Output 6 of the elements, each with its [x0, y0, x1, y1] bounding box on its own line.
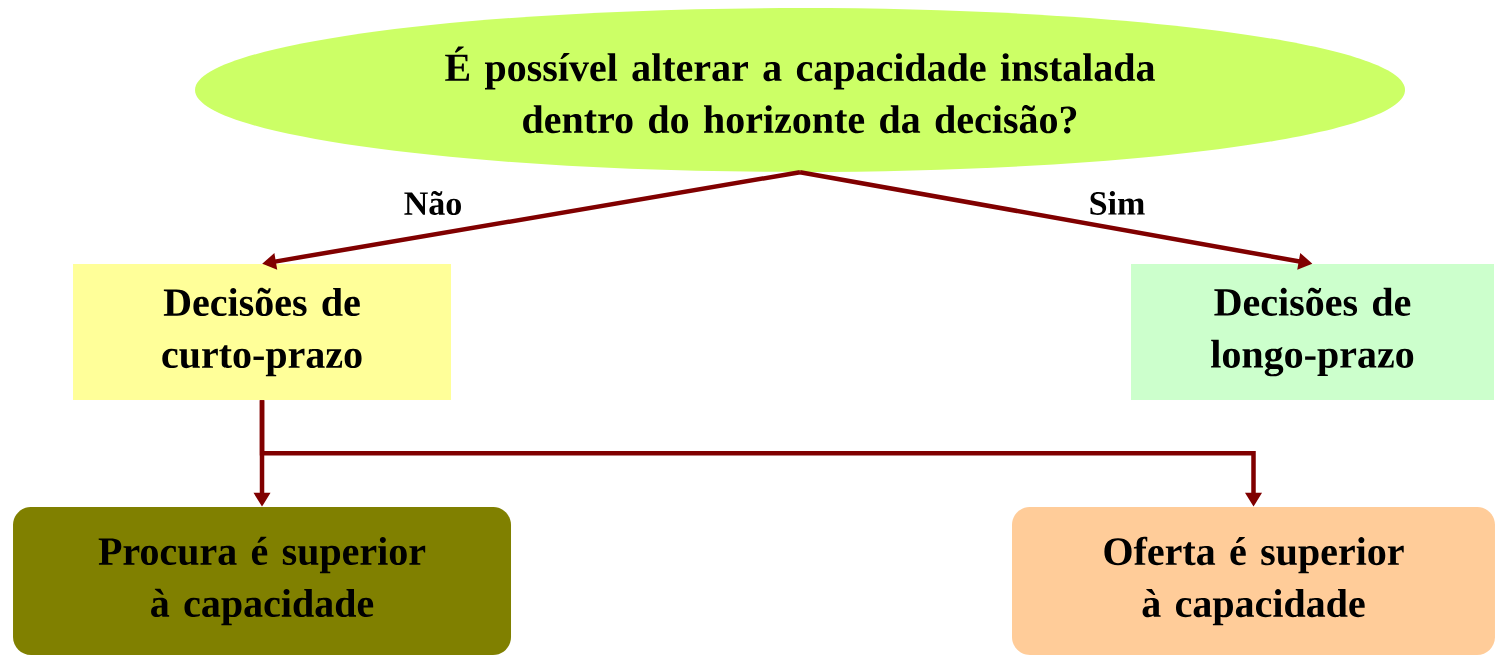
outcome-box: Oferta é superior à capacidade	[1012, 507, 1495, 655]
edge-label: Não	[401, 189, 465, 217]
process-box: Decisões de longo-prazo	[1131, 264, 1494, 400]
edge-label: Sim	[1086, 189, 1148, 217]
process-box: Decisões de curto-prazo	[73, 264, 451, 400]
outcome-box: Procura é superior à capacidade	[13, 507, 511, 655]
